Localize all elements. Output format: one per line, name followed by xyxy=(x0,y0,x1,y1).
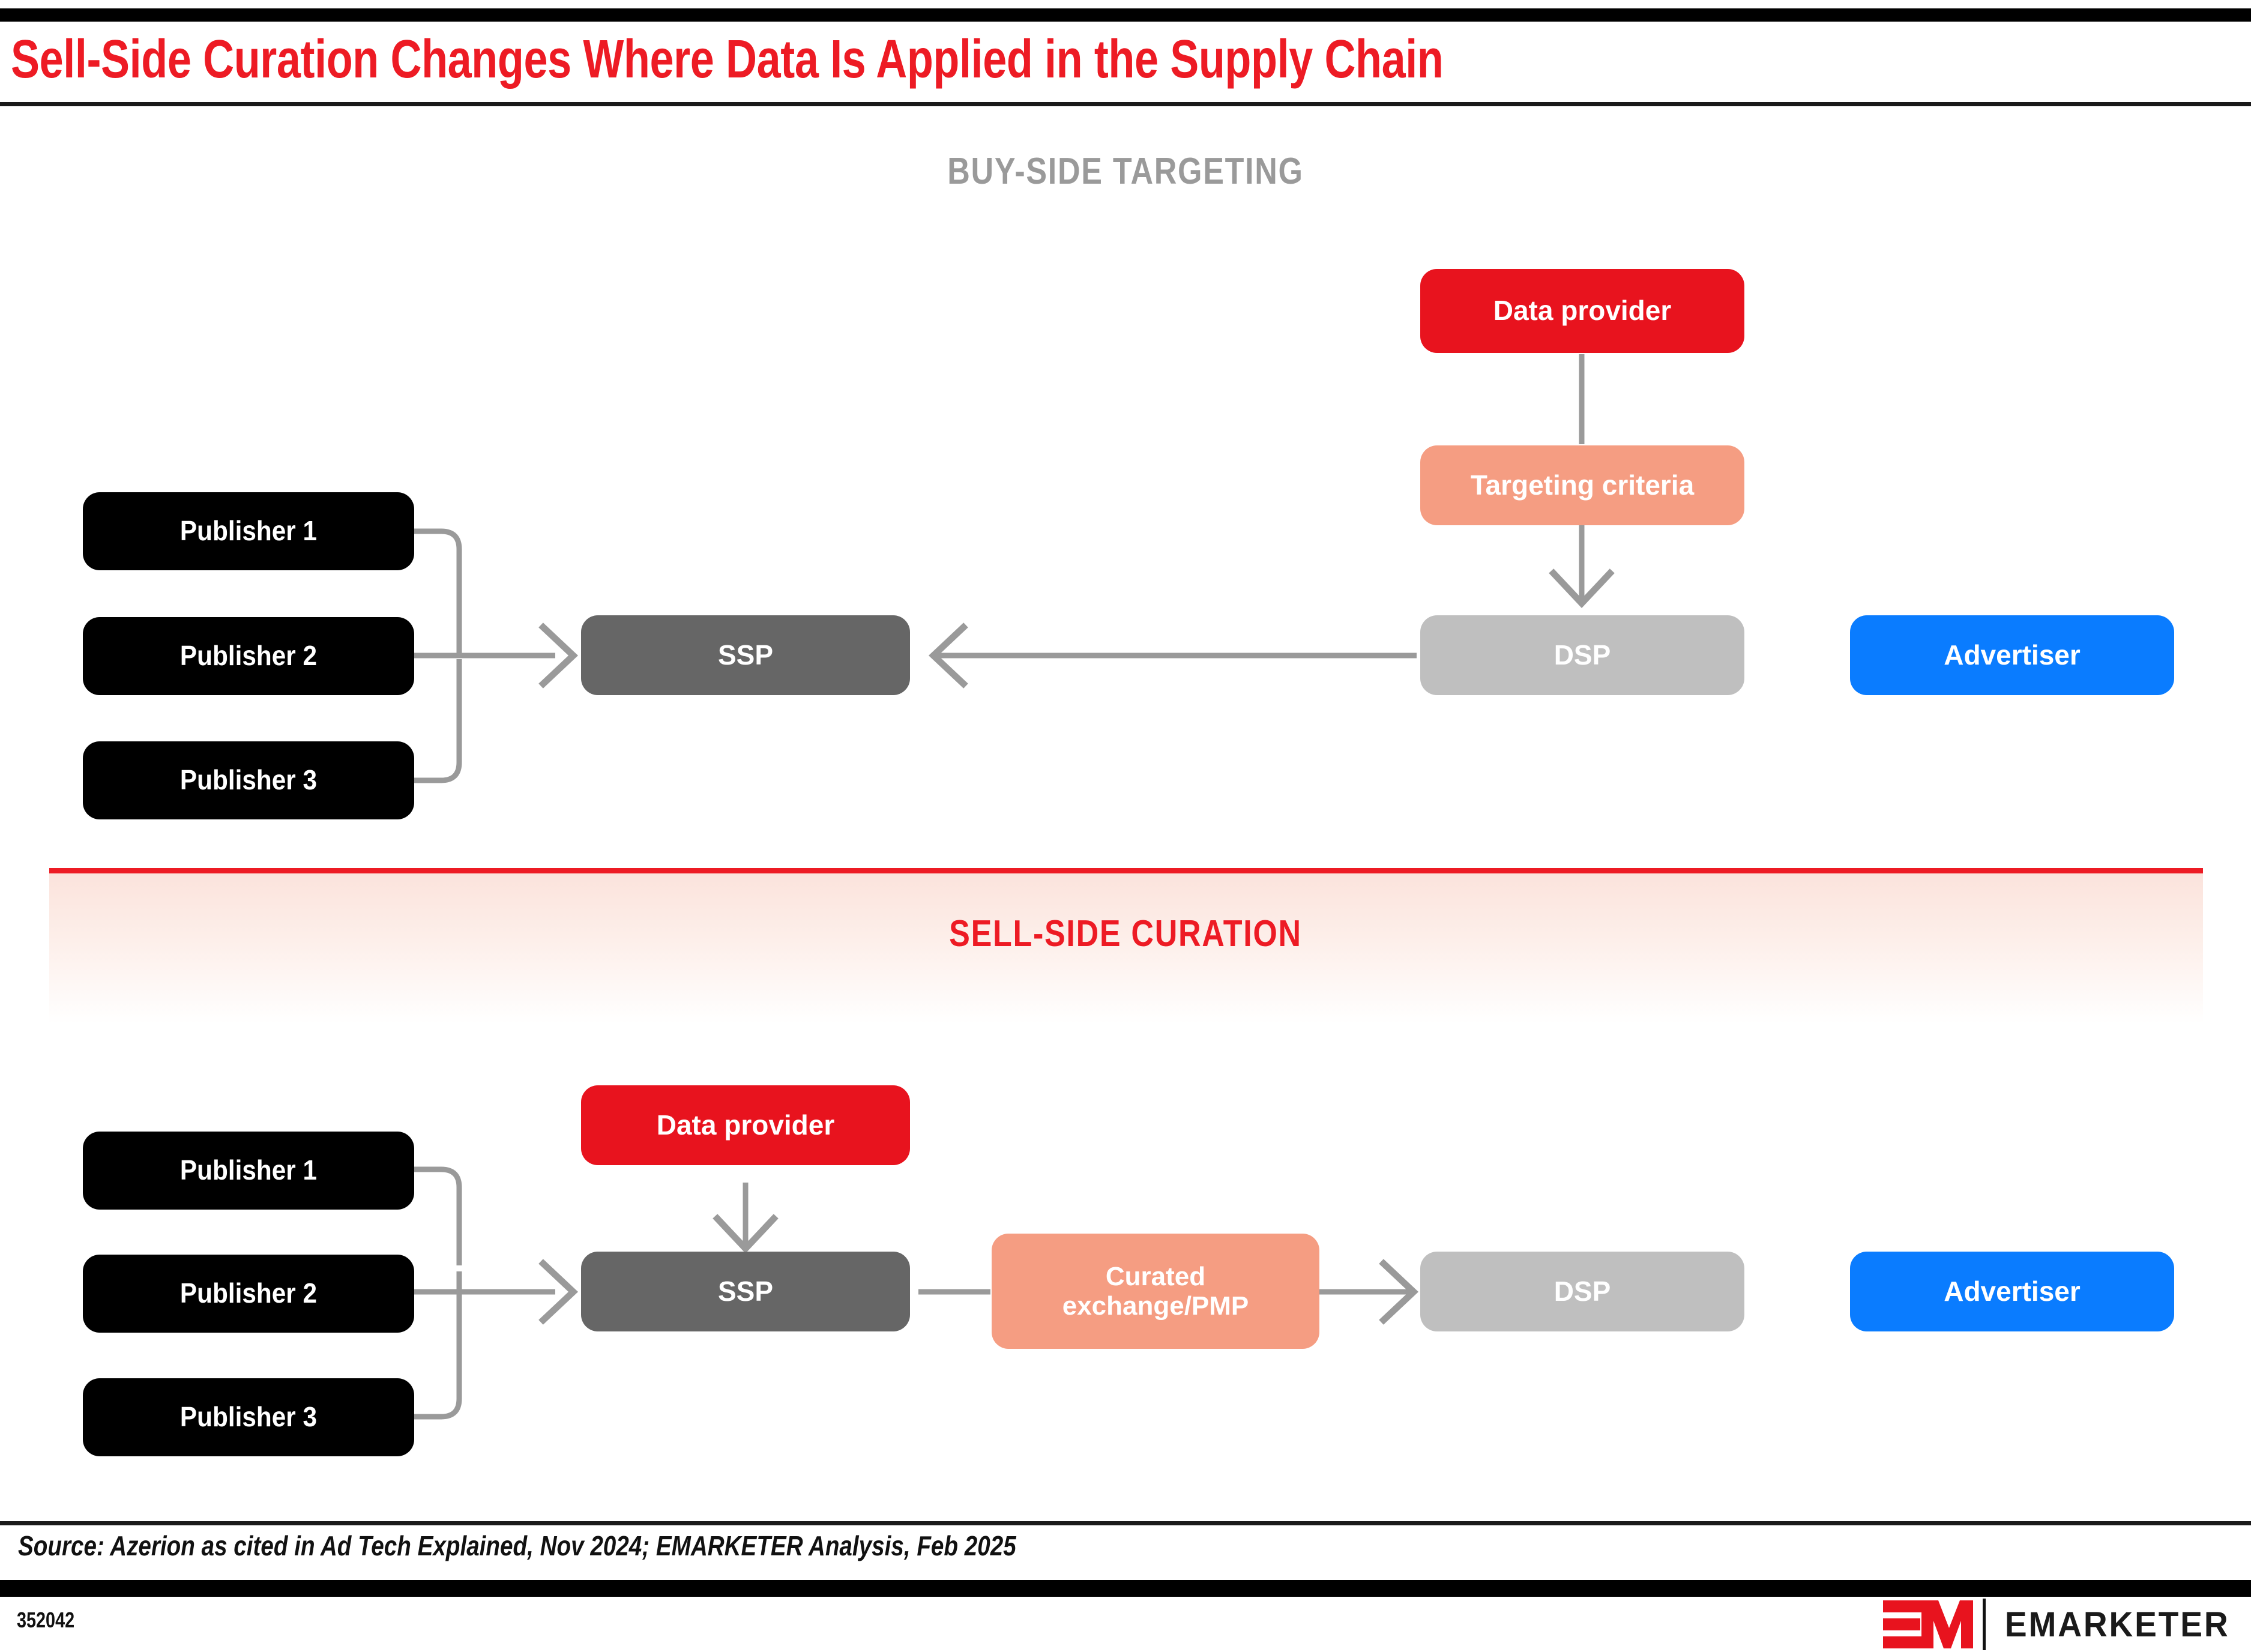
node-dsp-buy: DSP xyxy=(1420,615,1744,695)
node-label: Data provider xyxy=(1493,295,1672,327)
node-label: DSP xyxy=(1553,639,1611,671)
node-label: Publisher 1 xyxy=(179,515,318,547)
node-curated-exchange-pmp: Curated exchange/PMP xyxy=(992,1234,1319,1349)
node-targeting-criteria-buy: Targeting criteria xyxy=(1420,445,1744,525)
node-label: Data provider xyxy=(656,1109,835,1141)
node-publisher-2-sell: Publisher 2 xyxy=(83,1255,414,1333)
node-publisher-3-sell: Publisher 3 xyxy=(83,1378,414,1456)
buy-side-connectors xyxy=(414,354,1615,783)
node-label: Publisher 2 xyxy=(179,640,318,672)
top-black-bar xyxy=(0,8,2251,22)
source-divider xyxy=(0,1521,2251,1525)
em-monogram-icon xyxy=(1882,1600,1973,1648)
section-heading-buy-side: BUY-SIDE TARGETING xyxy=(947,151,1304,192)
node-data-provider-buy: Data provider xyxy=(1420,269,1744,353)
node-dsp-sell: DSP xyxy=(1420,1252,1744,1331)
node-data-provider-sell: Data provider xyxy=(581,1085,910,1165)
emarketer-logo: EMARKETER xyxy=(1882,1597,2235,1652)
node-label: SSP xyxy=(717,639,774,671)
node-label: Advertiser xyxy=(1944,639,2081,671)
node-publisher-1-buy: Publisher 1 xyxy=(83,492,414,570)
node-publisher-2-buy: Publisher 2 xyxy=(83,617,414,695)
node-label-line-1: Curated xyxy=(1105,1261,1206,1291)
section-heading-sell-side: SELL-SIDE CURATION xyxy=(949,913,1302,954)
logo-wordmark: EMARKETER xyxy=(2004,1605,2230,1644)
node-label: SSP xyxy=(717,1275,774,1307)
node-label: Targeting criteria xyxy=(1470,469,1695,501)
node-label-line-2: exchange/PMP xyxy=(1062,1291,1249,1321)
node-publisher-1-sell: Publisher 1 xyxy=(83,1132,414,1210)
node-advertiser-buy: Advertiser xyxy=(1850,615,2174,695)
node-publisher-3-buy: Publisher 3 xyxy=(83,741,414,819)
node-ssp-buy: SSP xyxy=(581,615,910,695)
source-note: Source: Azerion as cited in Ad Tech Expl… xyxy=(18,1530,1016,1561)
sell-side-divider-line xyxy=(49,868,2203,873)
sell-side-gradient-band xyxy=(49,873,2203,1023)
page-title: Sell-Side Curation Changes Where Data Is… xyxy=(11,29,1444,89)
node-label: Publisher 1 xyxy=(179,1154,318,1186)
title-underline xyxy=(0,102,2251,106)
node-label: Advertiser xyxy=(1944,1275,2081,1307)
node-advertiser-sell: Advertiser xyxy=(1850,1252,2174,1331)
node-label: Publisher 3 xyxy=(179,764,318,796)
node-ssp-sell: SSP xyxy=(581,1252,910,1331)
chart-id: 352042 xyxy=(17,1608,75,1632)
node-label: Publisher 3 xyxy=(179,1401,318,1433)
bottom-black-bar xyxy=(0,1580,2251,1597)
node-label: Publisher 2 xyxy=(179,1277,318,1309)
node-label: DSP xyxy=(1553,1275,1611,1307)
logo-divider xyxy=(1982,1599,1986,1650)
